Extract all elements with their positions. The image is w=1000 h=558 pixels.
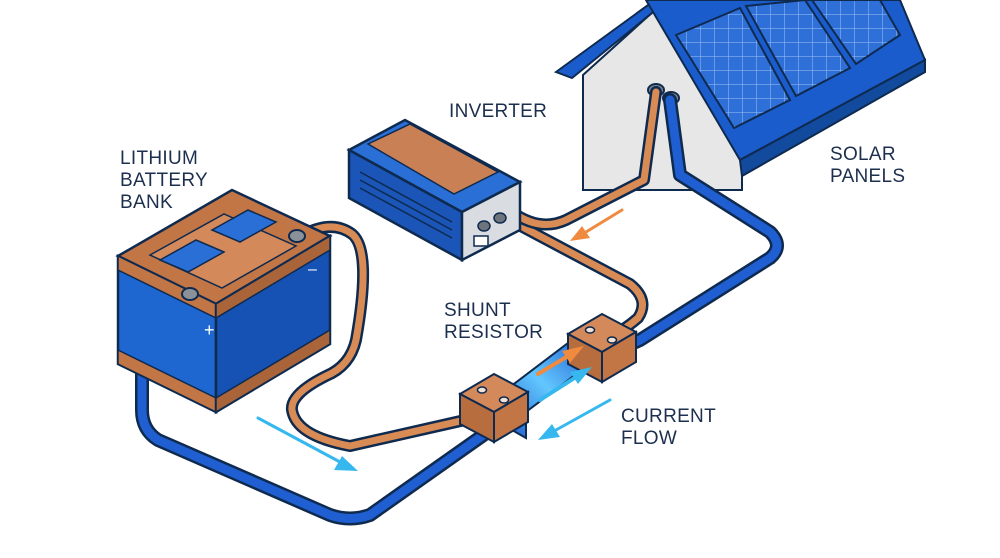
battery-terminal-negative: [288, 229, 306, 243]
shunt-label-line: RESISTOR: [444, 322, 544, 343]
inverter-label: INVERTER: [449, 101, 547, 123]
roof-gable: [553, 0, 670, 80]
shunt-right-block-side: [601, 330, 637, 384]
inverter-terminals: [473, 212, 507, 247]
shunt-resistor: [457, 312, 639, 444]
solar-label-line: SOLAR: [830, 144, 896, 165]
battery-plus-symbol: +: [204, 320, 215, 340]
battery-label-line: BATTERY: [120, 170, 208, 191]
current-label-line: FLOW: [621, 428, 678, 449]
battery-minus-symbol: –: [308, 261, 317, 278]
battery-label-line: LITHIUM: [120, 148, 199, 169]
battery-side-copper-bottom: [215, 328, 331, 414]
solar-panels-label: SOLAR PANELS: [830, 144, 905, 188]
cyan-arrow-icon: [538, 367, 592, 402]
cyan-arrow-icon: [256, 416, 358, 471]
current-flow-arrows: [256, 208, 624, 471]
cyan-arrow-icon: [538, 398, 612, 440]
battery-bank: + –: [115, 188, 333, 415]
inverter: [346, 118, 523, 263]
battery-side-copper-top: [215, 234, 331, 320]
battery-window: [210, 209, 278, 243]
solar-label-line: PANELS: [830, 166, 906, 187]
battery-window: [158, 239, 226, 273]
cables: [135, 86, 784, 526]
solar-panels: [674, 0, 902, 130]
shunt-left-block-side: [493, 390, 529, 444]
current-flow-label: CURRENT FLOW: [621, 406, 716, 450]
solar-panel: [810, 0, 902, 66]
house: [553, 0, 927, 191]
orange-arrow-icon: [570, 208, 624, 241]
shunt-label-line: SHUNT: [444, 300, 511, 321]
battery-label: LITHIUM BATTERY BANK: [120, 148, 208, 214]
solar-panel: [674, 6, 792, 130]
inverter-label-line: INVERTER: [449, 101, 548, 122]
battery-label-line: BANK: [120, 192, 173, 213]
inverter-top-copper: [366, 123, 500, 195]
orange-arrow-icon: [536, 346, 584, 376]
roof-eave: [738, 58, 926, 178]
solar-panel: [744, 0, 852, 98]
shunt-resistor-label: SHUNT RESISTOR: [444, 300, 543, 344]
battery-terminal-positive: [181, 287, 199, 301]
current-label-line: CURRENT: [621, 406, 716, 427]
copper-cable: [288, 211, 646, 450]
